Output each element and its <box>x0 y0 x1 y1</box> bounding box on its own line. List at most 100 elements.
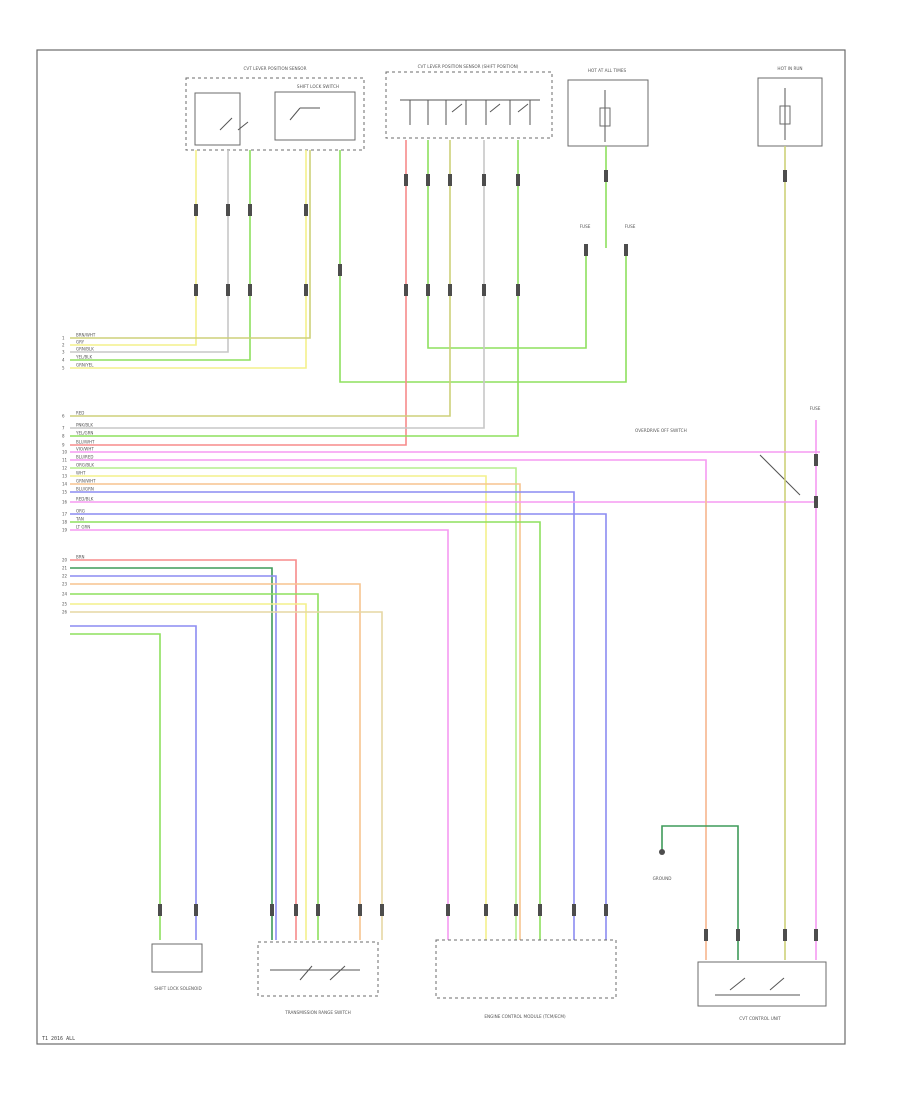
connector-pin <box>584 244 588 256</box>
fuse-box-hot-at-all-times: HOT AT ALL TIMES <box>567 68 649 147</box>
shift-lock-solenoid-label: SHIFT LOCK SOLENOID <box>154 986 202 991</box>
connector-pin <box>624 244 628 256</box>
wire-color-label: YEL/GRN <box>75 431 93 436</box>
pin-number-label: 17 <box>62 512 68 517</box>
wire-gray-top <box>70 150 229 353</box>
transmission-range-label: TRANSMISSION RANGE SWITCH <box>284 1010 351 1015</box>
connector-pin <box>448 284 452 296</box>
connector-pin <box>270 904 274 916</box>
fuse-c-label: FUSE <box>810 406 821 411</box>
hot-at-all-times-label: HOT AT ALL TIMES <box>588 68 627 73</box>
shift-lock-solenoid: SHIFT LOCK SOLENOID <box>151 943 203 991</box>
wire-brown-top <box>70 150 311 339</box>
wire-color-label: RED <box>76 411 84 416</box>
pin-number-label: 23 <box>62 582 68 587</box>
connector-pin <box>426 284 430 296</box>
engine-control-module: ENGINE CONTROL MODULE (TCM/ECM) <box>435 939 617 1019</box>
wire-color-label: PNK/BLK <box>76 423 93 428</box>
pin-number-label: 16 <box>62 500 68 505</box>
connector-pin <box>248 204 252 216</box>
connector-pin <box>316 904 320 916</box>
connector-pin <box>482 284 486 296</box>
wire-blue-mid <box>70 491 575 940</box>
pin-number-label: 5 <box>62 366 65 371</box>
cvt-lever-sensor-left: CVT LEVER POSITION SENSOR SHIFT LOCK SWI… <box>185 66 365 151</box>
wire-blue-mid-2 <box>70 513 607 940</box>
connector-pin <box>783 170 787 182</box>
pin-number-label: 14 <box>62 482 68 487</box>
connector-pin <box>226 204 230 216</box>
wire-green-lever <box>427 140 587 349</box>
ground-label: GROUND <box>653 876 672 881</box>
cvt-control-unit-label: CVT CONTROL UNIT <box>739 1016 781 1021</box>
connector-pin <box>380 904 384 916</box>
cvt-lever-sensor-right: CVT LEVER POSITION SENSOR (SHIFT POSITIO… <box>385 64 553 139</box>
connector-pin <box>736 929 740 941</box>
connector-pin <box>814 496 818 508</box>
connector-pin <box>426 174 430 186</box>
wire-color-label: GRY <box>76 340 85 345</box>
connector-pin <box>814 929 818 941</box>
wire-green-low <box>70 593 319 940</box>
hot-in-run-label: HOT IN RUN <box>777 66 802 71</box>
connector-pin <box>482 174 486 186</box>
pin-number-label: 11 <box>62 458 68 463</box>
wire-red-vert <box>70 140 407 446</box>
ground-point: GROUND <box>653 849 672 881</box>
pin-number-label: 4 <box>62 358 65 363</box>
connector-pin <box>516 174 520 186</box>
wire-color-label: LT GRN <box>76 525 90 530</box>
connector-pin <box>294 904 298 916</box>
connector-pin <box>604 904 608 916</box>
pin-number-label: 12 <box>62 466 68 471</box>
wire-green-lever-2 <box>70 140 519 437</box>
wire-color-label: BLU/RED <box>76 455 93 460</box>
connector-pin <box>194 284 198 296</box>
connector-pin <box>484 904 488 916</box>
pin-number-label: 20 <box>62 558 68 563</box>
engine-control-module-label: ENGINE CONTROL MODULE (TCM/ECM) <box>484 1014 566 1019</box>
connector-pin <box>604 170 608 182</box>
wire-orange-low <box>70 583 361 940</box>
wire-color-label: BLU/GRN <box>76 487 94 492</box>
wire-color-label: WHT <box>76 471 86 476</box>
connector-pin <box>404 284 408 296</box>
pin-number-label: 7 <box>62 426 65 431</box>
wire-color-label: GRN/WHT <box>76 479 96 484</box>
cvt-lever-right-label: CVT LEVER POSITION SENSOR (SHIFT POSITIO… <box>418 64 519 69</box>
pin-number-label: 1 <box>62 336 65 341</box>
fuse-b-label: FUSE <box>625 224 636 229</box>
connector-pin <box>704 929 708 941</box>
pin-number-label: 22 <box>62 574 68 579</box>
cvt-lever-left-label: CVT LEVER POSITION SENSOR <box>244 66 307 71</box>
connector-pin <box>572 904 576 916</box>
wire-green-low-2 <box>70 633 161 940</box>
wire-green-top <box>70 150 251 361</box>
wire-color-label: GRN/BLK <box>76 347 94 352</box>
wire-color-label: ORG <box>76 509 85 514</box>
wire-color-label: YEL/BLK <box>75 355 93 360</box>
connector-pin <box>516 284 520 296</box>
pin-number-label: 15 <box>62 490 68 495</box>
wire-color-label: RED/BLK <box>76 497 94 502</box>
wire-pink-2 <box>70 459 707 960</box>
wire-red-low <box>70 559 297 940</box>
pin-number-label: 2 <box>62 343 65 348</box>
wire-dkgreen-low <box>70 567 273 940</box>
pin-number-label: 9 <box>62 443 65 448</box>
connector-pin <box>358 904 362 916</box>
connector-pin <box>194 204 198 216</box>
cvt-control-unit: CVT CONTROL UNIT <box>697 961 827 1021</box>
wire-color-label: VIO/WHT <box>76 447 94 452</box>
connector-pin <box>194 904 198 916</box>
connector-pin <box>783 929 787 941</box>
pin-number-label: 13 <box>62 474 68 479</box>
connector-pin <box>814 454 818 466</box>
wire-tan-low <box>70 611 383 940</box>
wire-group: BRN/WHTGRYGRN/BLKYEL/BLKGRN/YELREDPNK/BL… <box>62 140 820 960</box>
wire-color-label: BRN/WHT <box>76 333 96 338</box>
pin-number-label: 6 <box>62 414 65 419</box>
wire-blue-low <box>70 575 277 940</box>
pin-number-label: 25 <box>62 602 68 607</box>
connector-pin <box>304 204 308 216</box>
